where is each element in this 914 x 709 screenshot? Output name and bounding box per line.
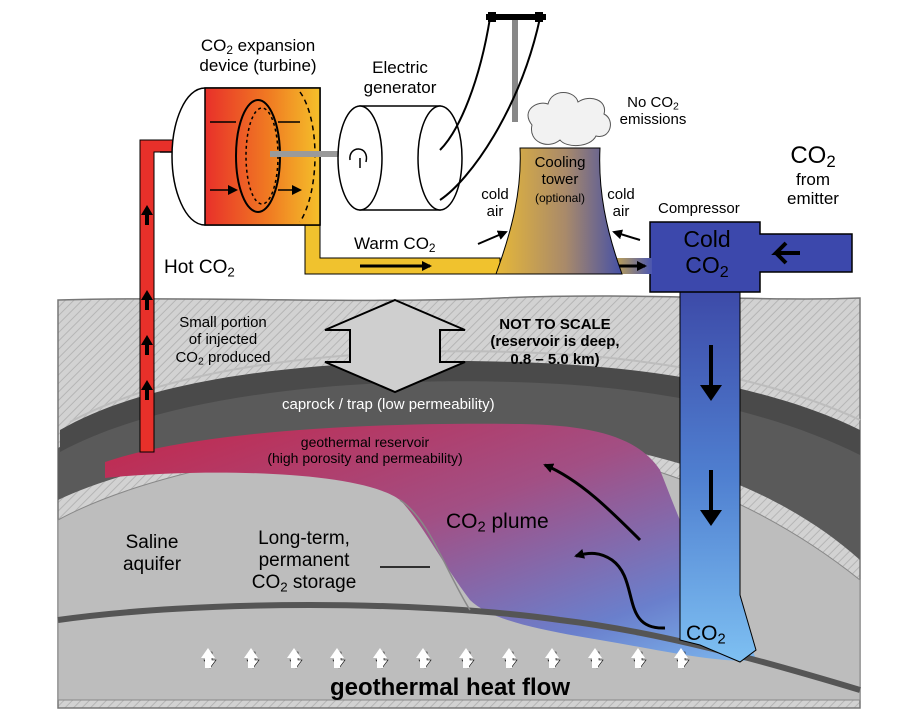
not-to-scale-arrow [324, 298, 466, 394]
storage-label: Long-term, permanent CO2 storage [251, 528, 357, 594]
compressor [649, 221, 853, 293]
co2-plume-label: CO2 plume [446, 510, 549, 536]
power-line-1 [439, 17, 491, 151]
lower-boundary [57, 602, 861, 693]
geothermal-reservoir [105, 423, 756, 661]
cold-air-right-label: cold air [607, 186, 635, 221]
warm-co2-label: Warm CO2 [354, 234, 436, 255]
saline-aquifer-label: Saline aquifer [122, 532, 182, 575]
hot-pipe-arrows [141, 205, 153, 400]
plume-arrow-lower [574, 548, 666, 630]
caprock-label: caprock / trap (low permeability) [282, 396, 495, 413]
cold-co2-label: Cold CO2 [683, 226, 731, 282]
heat-flow-label: geothermal heat flow [329, 674, 571, 701]
emitter-label: CO2 from emitter [787, 142, 839, 209]
power-line-2 [439, 17, 541, 201]
compressor-label: Compressor [658, 200, 740, 217]
caprock-layer [58, 377, 860, 560]
reservoir-label: geothermal reservoir (high porosity and … [267, 434, 463, 467]
heat-flow-arrows-white [201, 648, 688, 668]
caprock-band [60, 361, 860, 455]
hot-co2-label: Hot CO2 [164, 257, 235, 280]
cooling-tower [495, 147, 623, 275]
not-to-scale-label: NOT TO SCALE (reservoir is deep, 0.8 – 5… [490, 316, 620, 368]
injection-well [679, 289, 757, 663]
cooling-tower-label: Cooling tower (optional) [534, 154, 586, 205]
generator-label: Electric generator [363, 58, 437, 97]
co2-bottom-label: CO2 [686, 622, 726, 648]
small-portion-label: Small portion of injected CO2 produced [175, 314, 271, 368]
cold-air-left-label: cold air [481, 186, 509, 221]
turbine-label: CO2 expansion device (turbine) [199, 36, 317, 75]
plume-arrow-upper [543, 463, 642, 542]
well-down-arrows [700, 345, 722, 526]
emitter-arrow [771, 241, 800, 265]
steam-cloud [527, 92, 611, 146]
no-emissions-label: No CO2 emissions [619, 94, 687, 129]
